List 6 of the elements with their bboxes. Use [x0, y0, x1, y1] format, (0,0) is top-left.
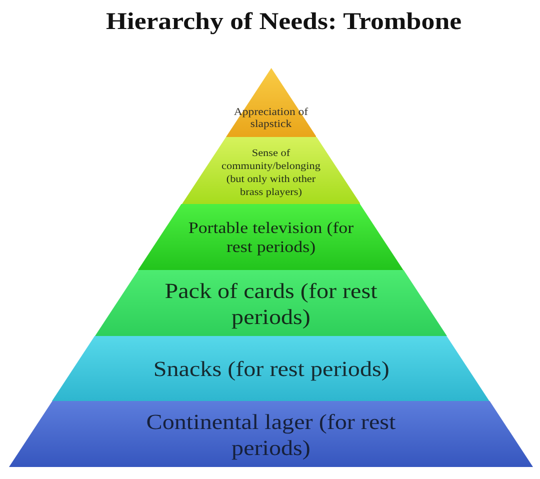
tier-label: Pack of cards (for rest periods) — [164, 278, 378, 330]
tier-label: Portable television (for rest periods) — [187, 219, 355, 257]
tier-label: Snacks (for rest periods) — [152, 356, 389, 382]
tier-label: Continental lager (for rest periods) — [145, 409, 397, 461]
tier-label: Sense of community/belonging (but only with other brass players) — [220, 146, 322, 198]
diagram-title: Hierarchy of Needs: Trombone — [106, 8, 462, 37]
